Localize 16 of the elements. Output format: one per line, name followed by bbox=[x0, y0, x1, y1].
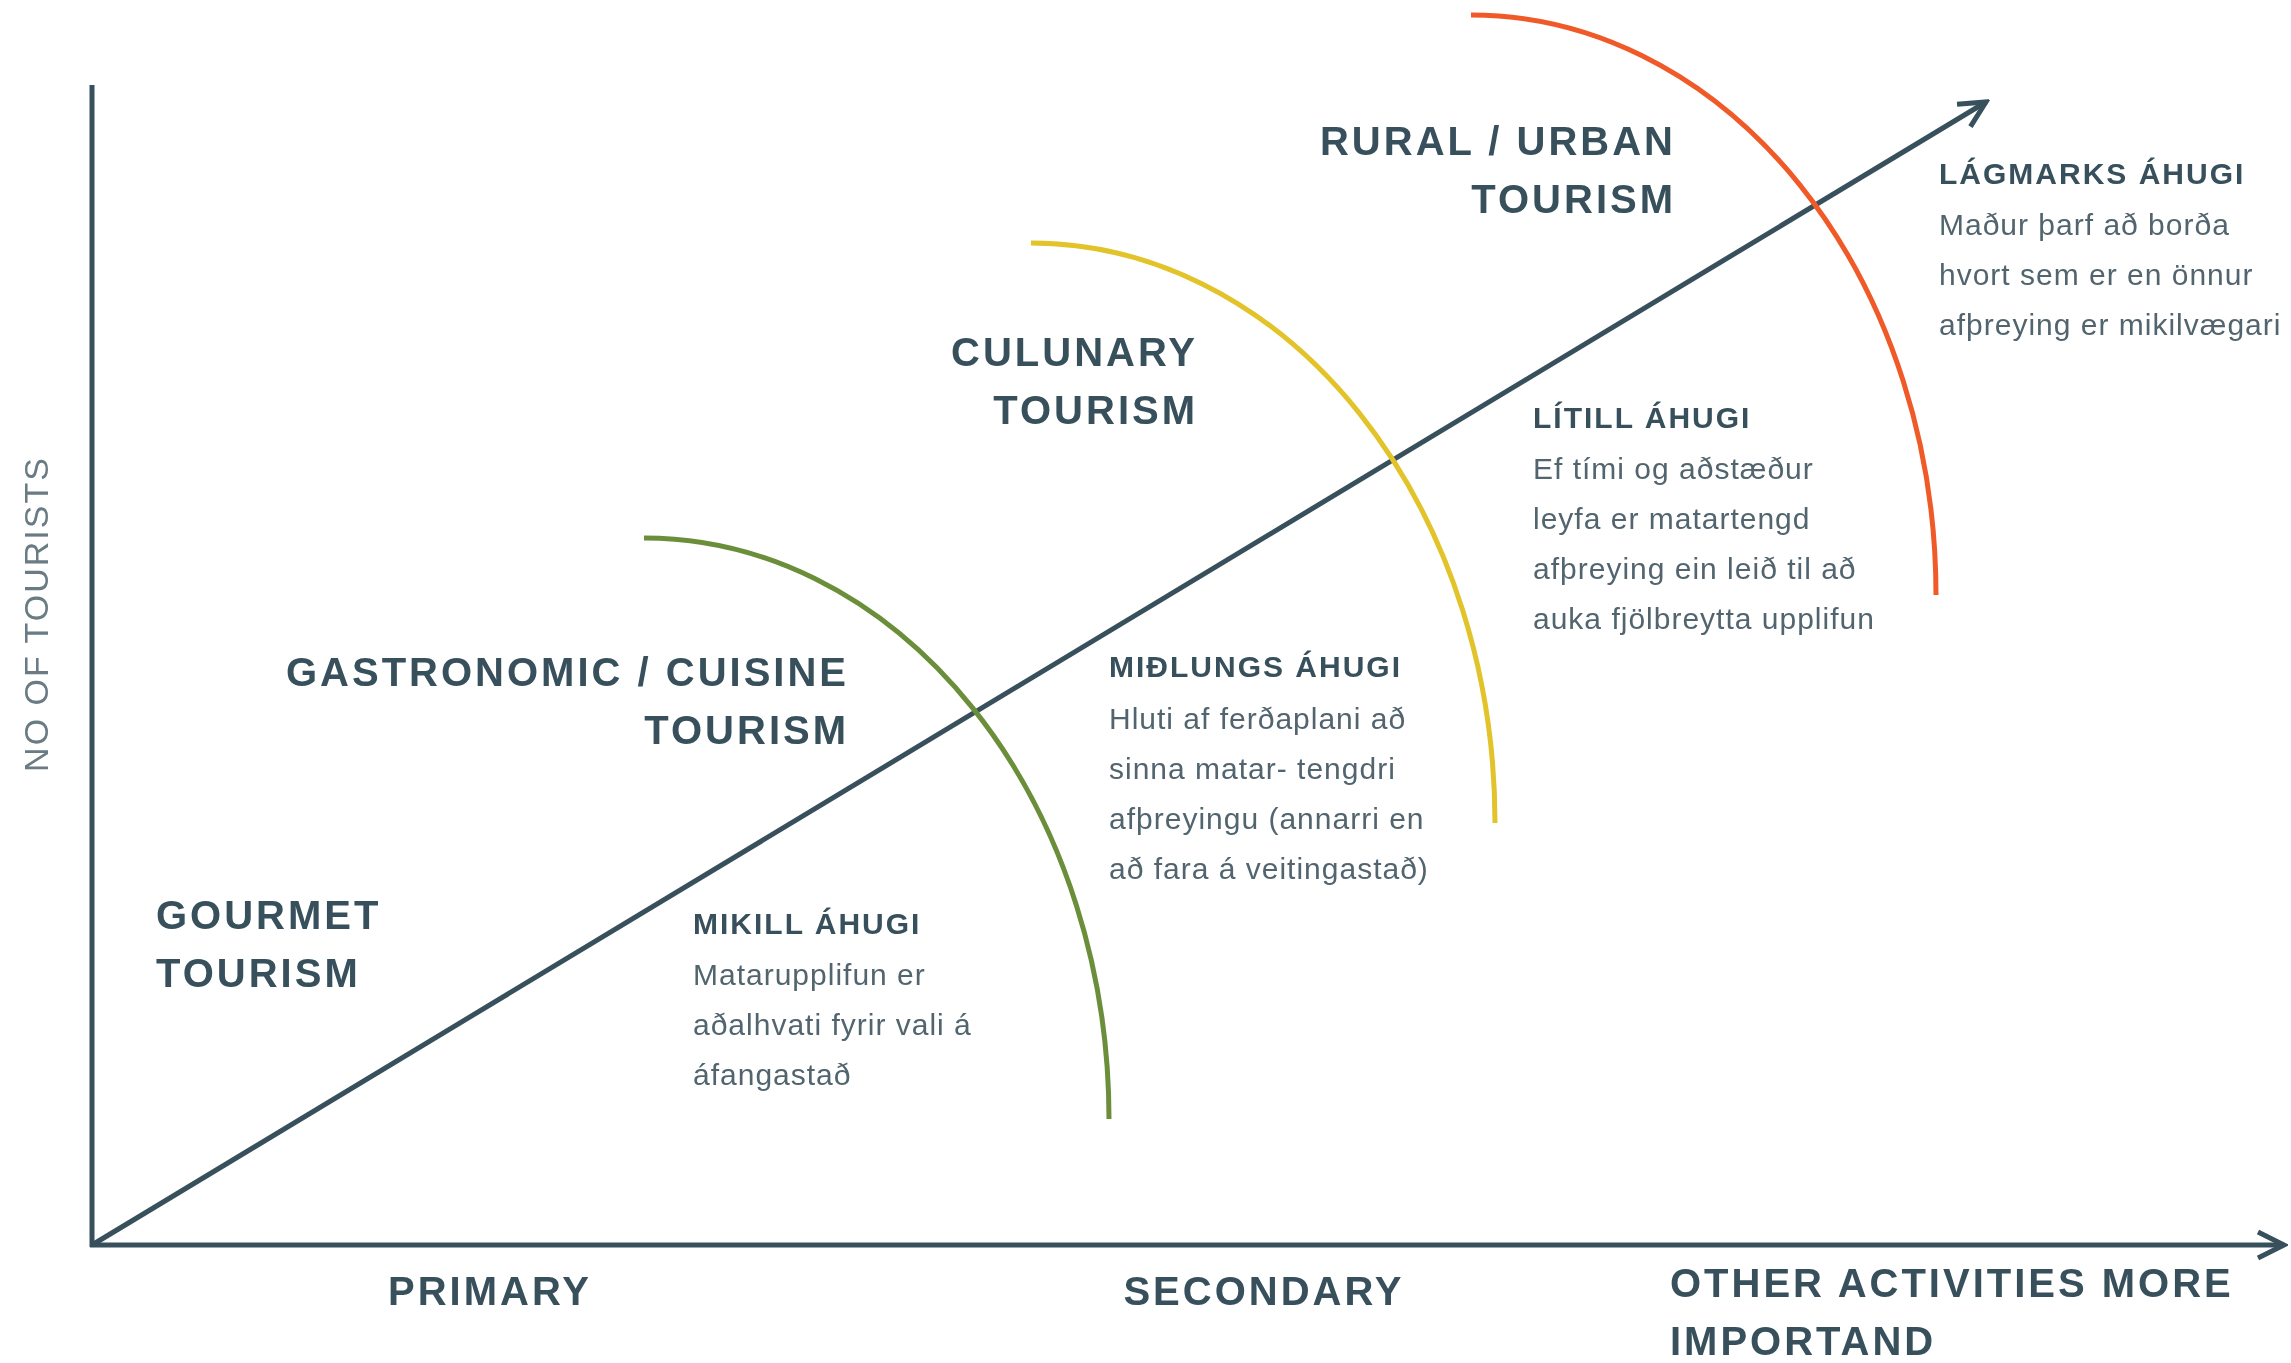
interest-heading: LÍTILL ÁHUGI bbox=[1533, 400, 1753, 436]
axis-title: NO OF TOURISTS bbox=[16, 456, 56, 772]
interest-heading: LÁGMARKS ÁHUGI bbox=[1939, 156, 2247, 192]
tourism-type-label: GOURMET TOURISM bbox=[156, 892, 383, 997]
axis-tick-label: OTHER ACTIVITIES MORE IMPORTAND bbox=[1670, 1260, 2235, 1363]
tourism-type-label: CULUNARY TOURISM bbox=[950, 329, 1198, 434]
tourism-type-label: RURAL / URBAN TOURISM bbox=[1318, 118, 1676, 223]
interest-description: Hluti af ferðaplani að sinna matar- tengdri afþreyingu (annarri en að fara á veitingastað) bbox=[1109, 701, 1430, 887]
axis-tick-label: SECONDARY bbox=[1122, 1268, 1406, 1315]
interest-description: Matarupplifun er aðalhvati fyrir vali á áfangastað bbox=[693, 957, 973, 1093]
interest-heading: MIÐLUNGS ÁHUGI bbox=[1109, 649, 1403, 685]
interest-description: Maður þarf að borða hvort sem er en önnur afþreying er mikilvægari bbox=[1939, 207, 2283, 343]
interest-description: Ef tími og aðstæður leyfa er matartengd afþreying ein leið til að auka fjölbreytta upplifun bbox=[1533, 451, 1876, 637]
axis-tick-label: PRIMARY bbox=[387, 1268, 593, 1315]
interest-heading: MIKILL ÁHUGI bbox=[693, 906, 923, 942]
tourism-type-label: GASTRONOMIC / CUISINE TOURISM bbox=[284, 649, 849, 754]
